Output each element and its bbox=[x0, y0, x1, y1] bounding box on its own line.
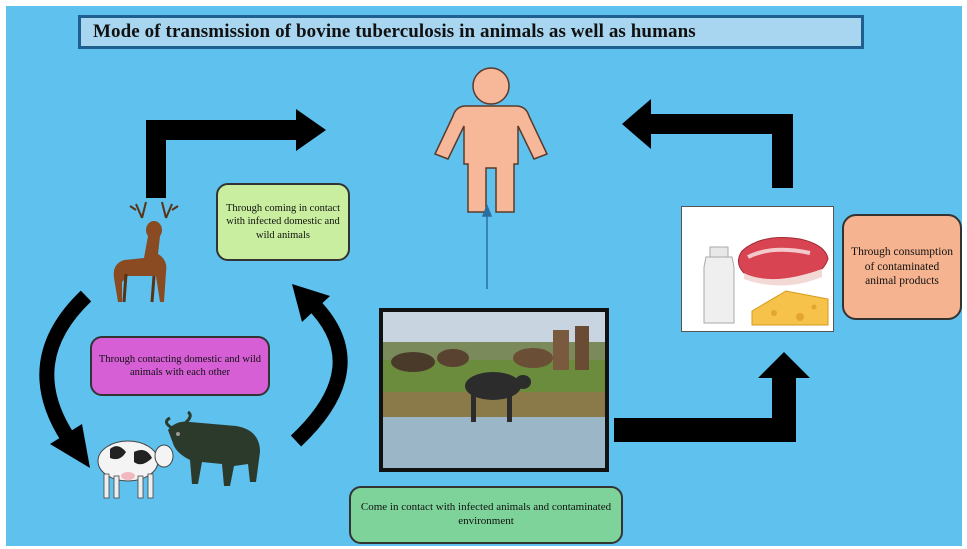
arrow-environment-to-products bbox=[614, 352, 810, 442]
label-contact-infected-animals-text: Through coming in contact with infected … bbox=[224, 202, 342, 241]
arrow-products-to-human bbox=[622, 99, 793, 188]
arrow-photo-to-human bbox=[483, 206, 491, 289]
deer-icon bbox=[114, 202, 178, 302]
milk-bottle-icon bbox=[704, 247, 734, 323]
label-animals-each-other: Through contacting domestic and wild ani… bbox=[90, 336, 270, 396]
arrow-buffalo-to-deer bbox=[296, 302, 340, 441]
animal-products-image bbox=[681, 206, 834, 332]
animal-products-graphic bbox=[682, 207, 833, 331]
label-animals-each-other-text: Through contacting domestic and wild ani… bbox=[98, 353, 262, 379]
diagram-canvas: Mode of transmission of bovine tuberculo… bbox=[6, 6, 962, 546]
cow-icon bbox=[98, 441, 173, 498]
waterhole-scene bbox=[383, 312, 605, 468]
label-consumption-products-text: Through consumption of contaminated anim… bbox=[850, 245, 954, 288]
animals-at-waterhole-photo bbox=[379, 308, 609, 472]
label-contaminated-environment: Come in contact with infected animals an… bbox=[349, 486, 623, 544]
human-icon bbox=[435, 68, 547, 212]
meat-icon bbox=[738, 238, 828, 286]
cheese-icon bbox=[752, 291, 828, 325]
label-contact-infected-animals: Through coming in contact with infected … bbox=[216, 183, 350, 261]
label-contaminated-environment-text: Come in contact with infected animals an… bbox=[357, 501, 615, 529]
label-consumption-products: Through consumption of contaminated anim… bbox=[842, 214, 962, 320]
arrow-deer-to-cow bbox=[47, 296, 86, 438]
buffalo-icon bbox=[166, 412, 260, 486]
